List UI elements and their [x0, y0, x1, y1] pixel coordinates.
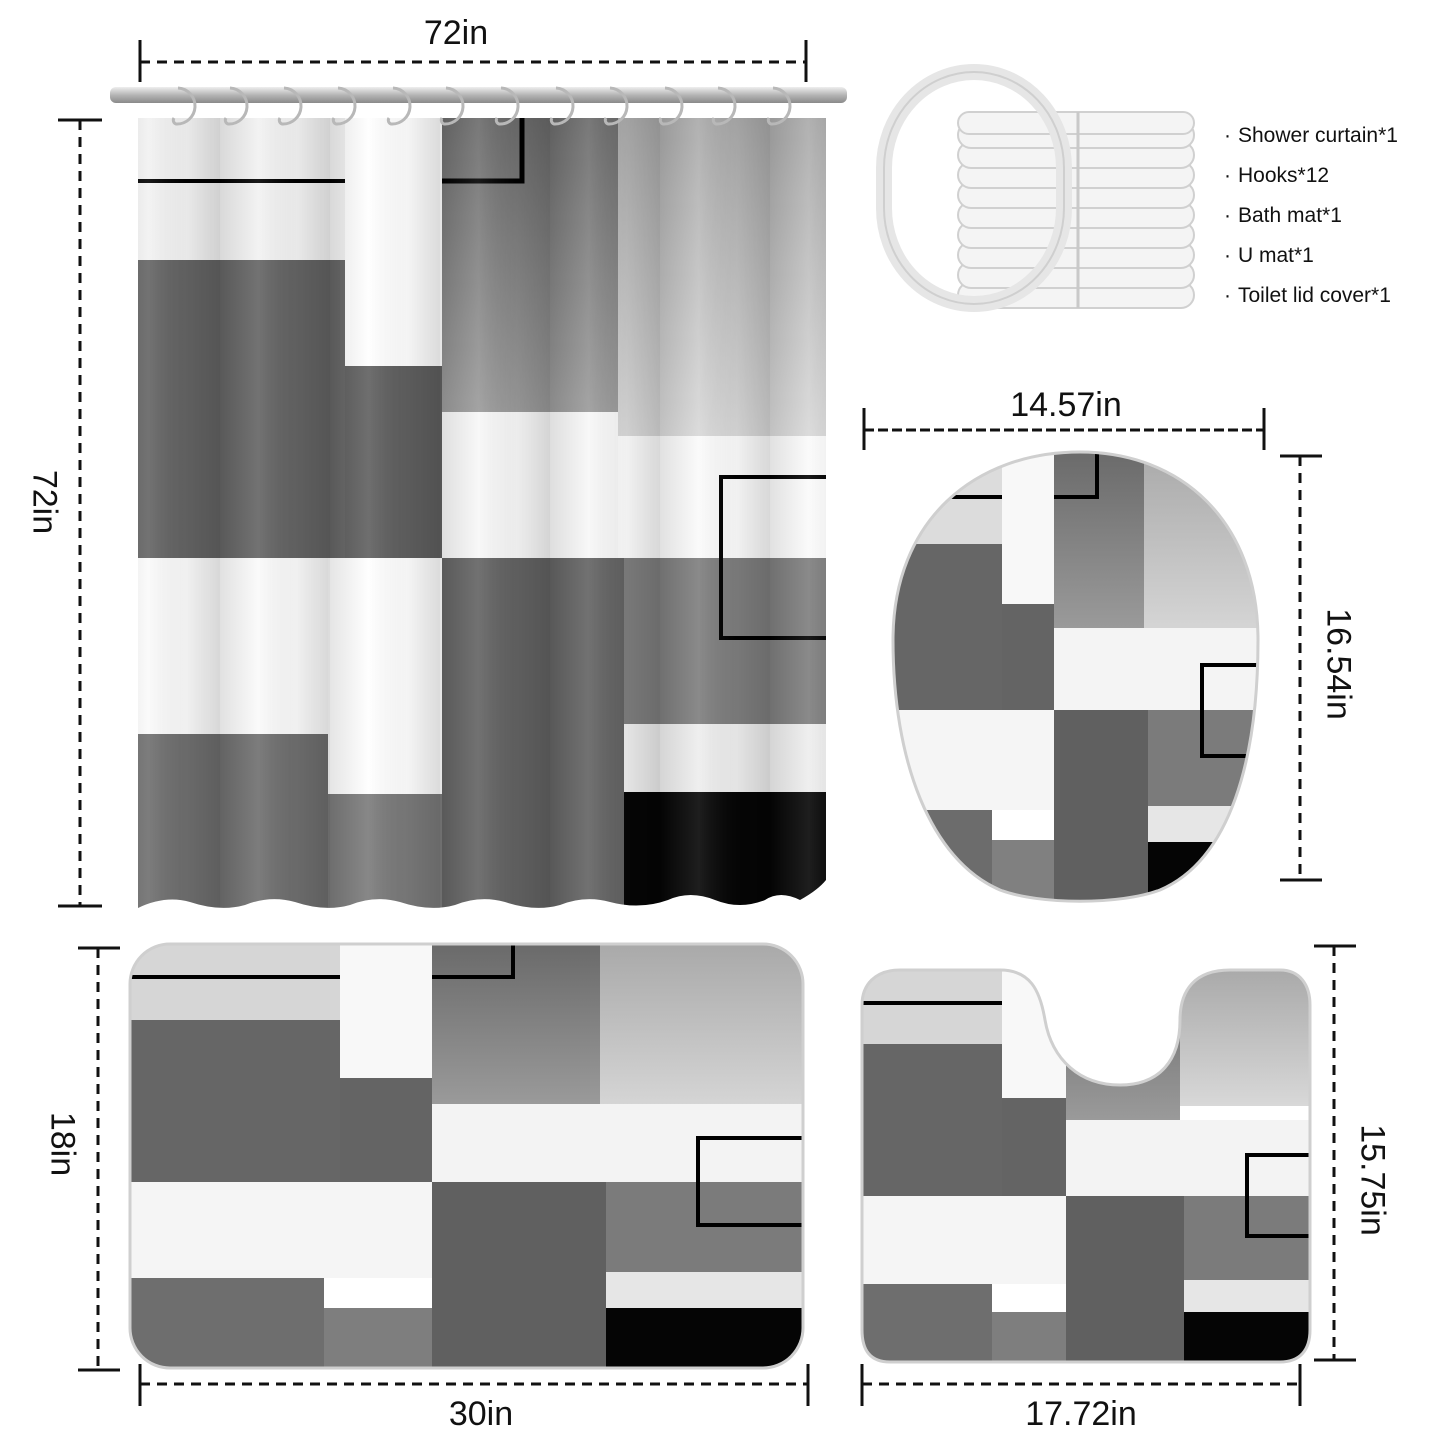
list-item: ·Hooks*12 — [1224, 164, 1330, 187]
umat-height-label: 15.75in — [1353, 1124, 1392, 1236]
dimension-lines — [58, 40, 1356, 1406]
shower-curtain — [138, 118, 826, 908]
curtain-height-label: 72in — [25, 469, 64, 535]
lid-width-label: 14.57in — [1010, 386, 1122, 424]
curtain-hook-icon — [171, 86, 792, 126]
list-item: ·U mat*1 — [1224, 244, 1314, 267]
bathmat-width-label: 30in — [448, 1395, 514, 1433]
toilet-lid-cover — [891, 450, 1260, 903]
hook-ring-stack-icon — [876, 64, 1195, 312]
list-item: ·Shower curtain*1 — [1224, 124, 1398, 147]
curtain-rod — [110, 87, 847, 103]
list-item: ·Bath mat*1 — [1224, 204, 1342, 227]
u-mat — [860, 968, 1312, 1364]
list-item: ·Toilet lid cover*1 — [1224, 284, 1391, 307]
package-contents-list: ·Shower curtain*1 ·Hooks*12 ·Bath mat*1 … — [1224, 116, 1398, 316]
bath-mat — [128, 942, 805, 1370]
umat-width-label: 17.72in — [1025, 1395, 1137, 1433]
curtain-width-label: 72in — [423, 14, 489, 52]
lid-height-label: 16.54in — [1319, 608, 1358, 720]
bathmat-height-label: 18in — [43, 1111, 82, 1177]
